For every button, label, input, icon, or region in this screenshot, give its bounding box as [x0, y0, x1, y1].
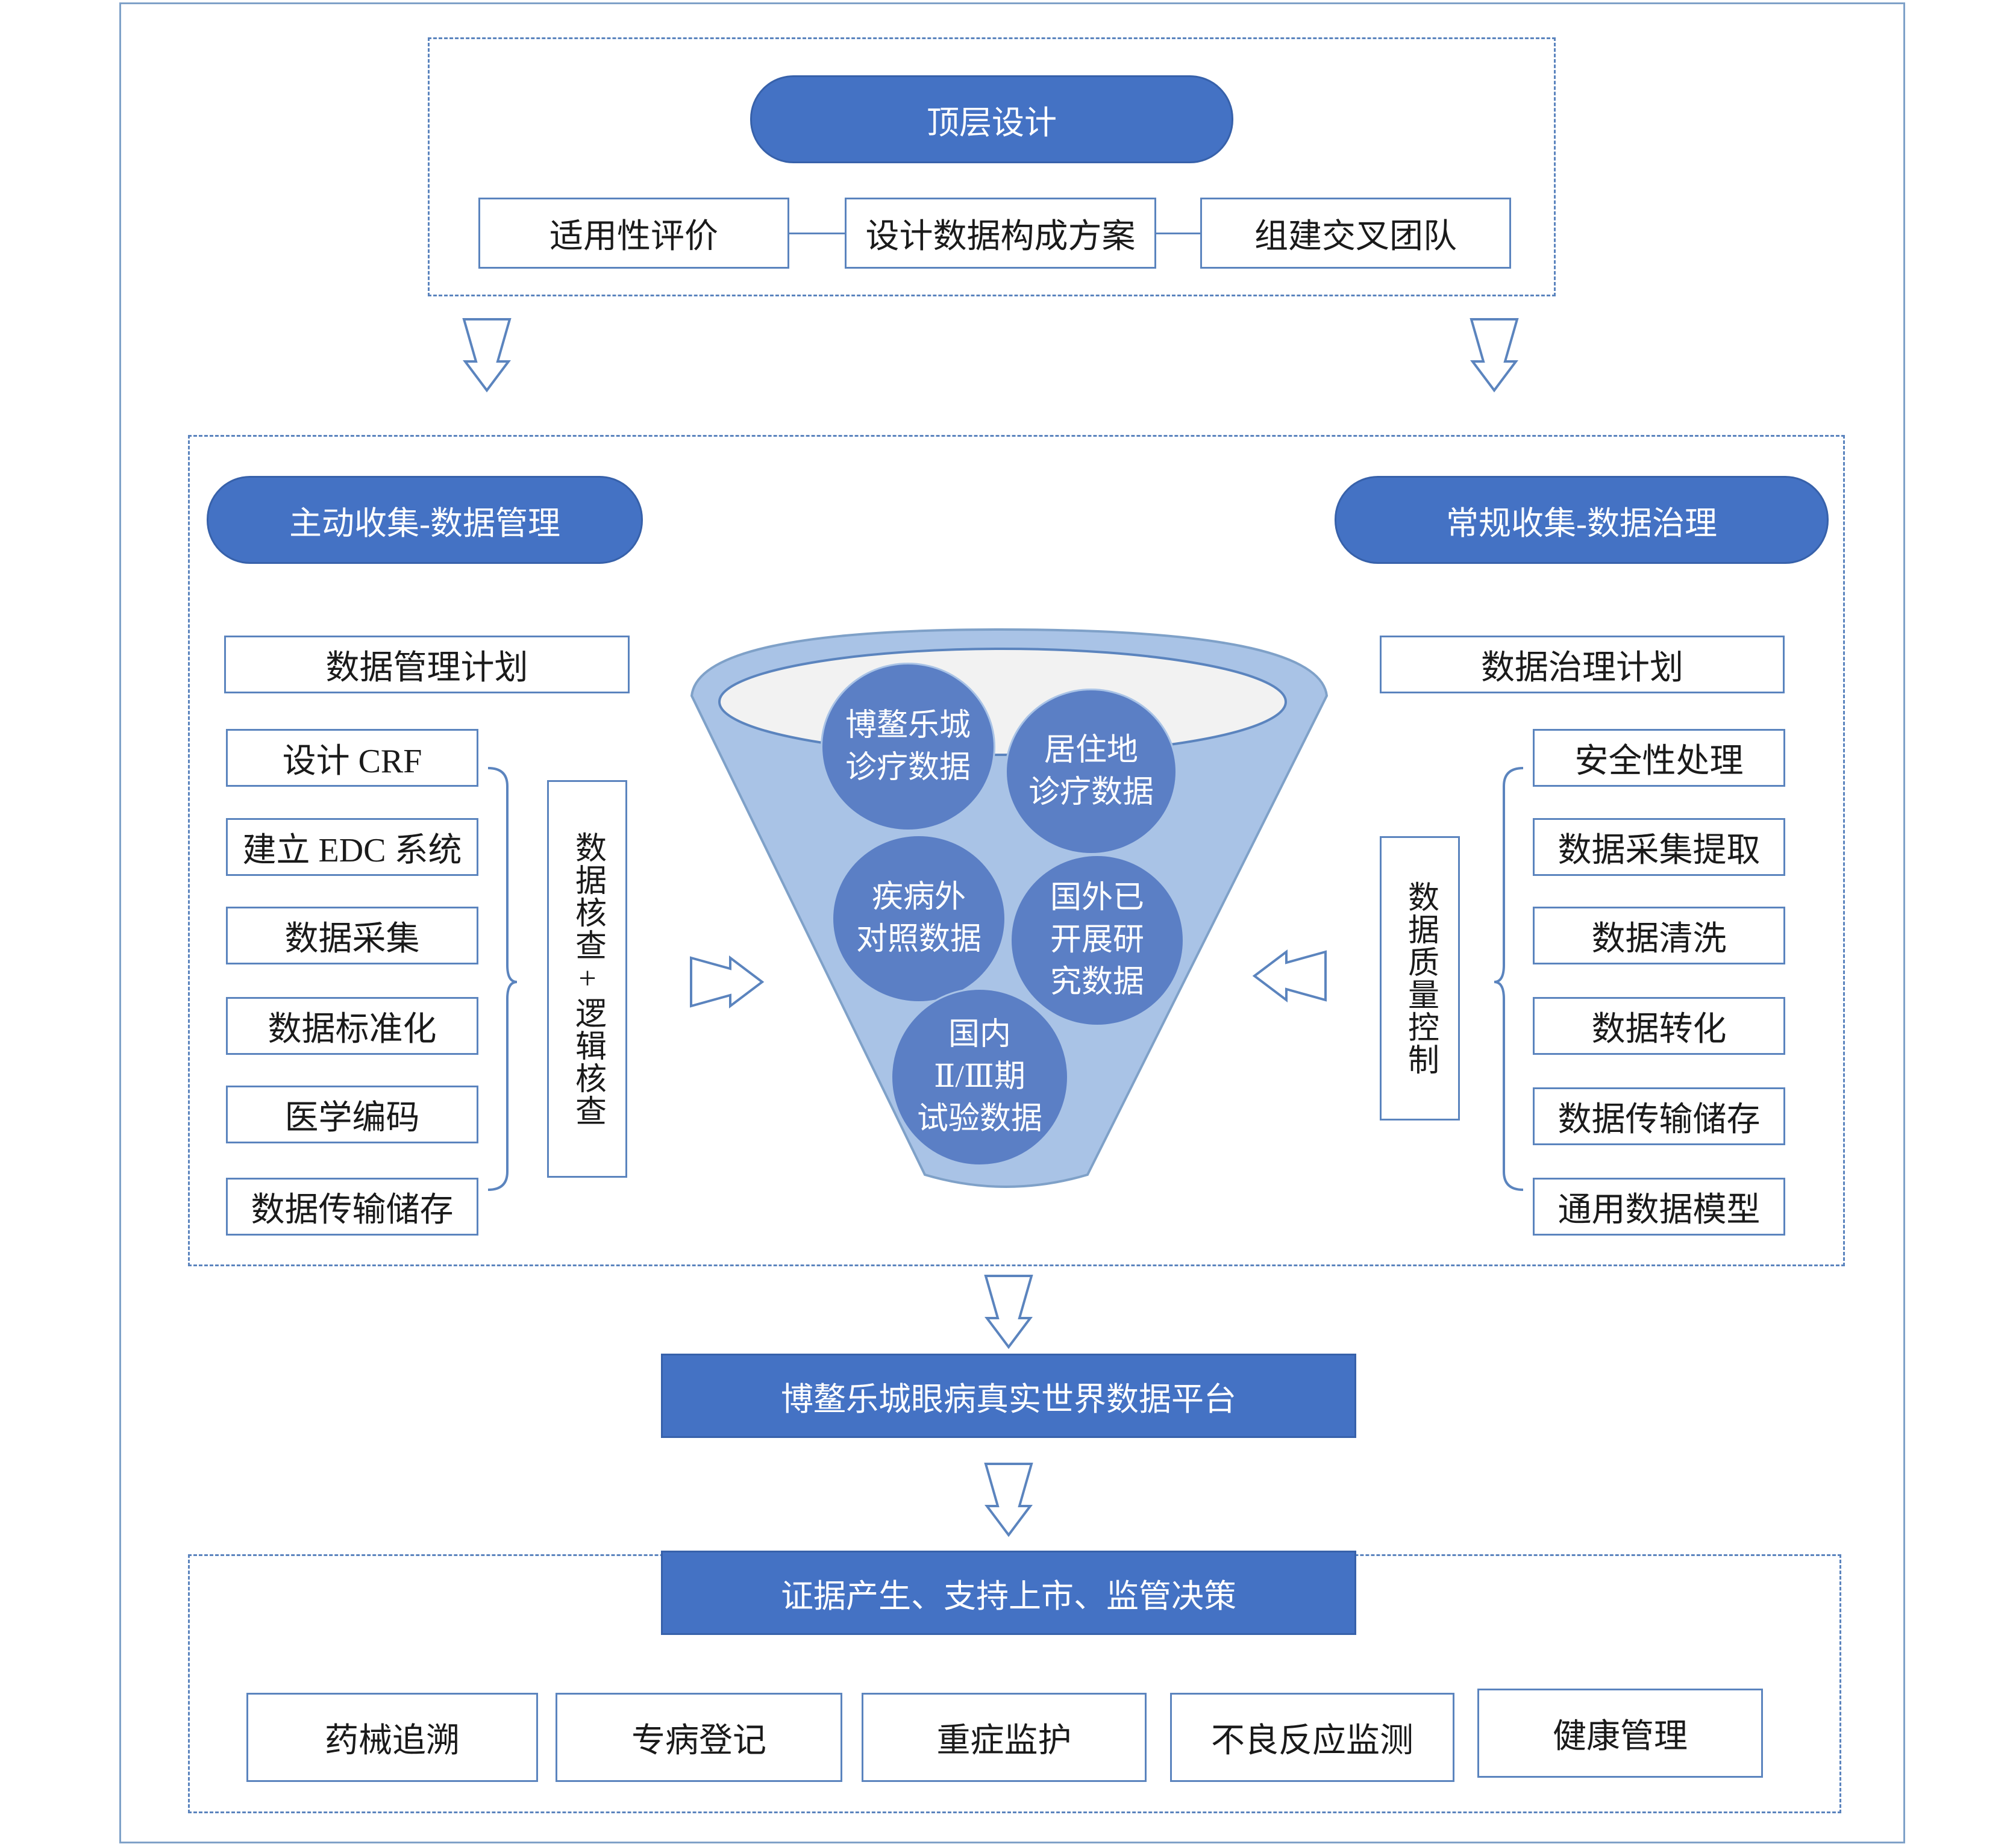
source-circle-external-control: 疾病外 对照数据 — [831, 834, 1006, 1003]
source-line: 居住地 — [1044, 733, 1138, 767]
left-item-medical-coding: 医学编码 — [226, 1086, 478, 1143]
active-collection-title: 主动收集-数据管理 — [207, 476, 643, 564]
right-item-data-transformation: 数据转化 — [1533, 997, 1785, 1055]
right-arrow-icon — [690, 955, 765, 1009]
data-governance-plan-box: 数据治理计划 — [1380, 636, 1785, 693]
source-line: 诊疗数据 — [845, 751, 971, 785]
source-line: 国外已 — [1050, 881, 1144, 915]
data-quality-label: 数据质量控制 — [1403, 881, 1438, 1076]
application-adverse-reaction-monitoring: 不良反应监测 — [1170, 1693, 1454, 1782]
source-line: 博鳌乐城 — [845, 708, 971, 743]
right-item-safety-processing: 安全性处理 — [1533, 729, 1785, 787]
top-connector-1 — [789, 233, 846, 234]
application-health-management: 健康管理 — [1477, 1689, 1763, 1778]
down-arrow-icon — [462, 318, 512, 393]
data-quality-box: 数据质量控制 — [1380, 836, 1460, 1120]
routine-collection-title: 常规收集-数据治理 — [1335, 476, 1829, 564]
data-composition-plan-box: 设计数据构成方案 — [845, 198, 1156, 269]
bracket-icon — [1494, 767, 1524, 1191]
outer-frame — [119, 2, 1905, 1843]
source-circle-residence-clinical: 居住地 诊疗数据 — [1005, 689, 1177, 855]
data-check-label: 数据核查+逻辑核查 — [570, 831, 605, 1127]
source-line: Ⅱ/Ⅲ期 — [934, 1060, 1025, 1094]
left-item-data-standardization: 数据标准化 — [226, 997, 478, 1055]
source-line: 疾病外 — [871, 880, 966, 914]
left-item-data-transfer-storage: 数据传输储存 — [226, 1178, 478, 1236]
source-line: 试验数据 — [916, 1102, 1042, 1136]
source-circle-boao-clinical: 博鳌乐城 诊疗数据 — [821, 663, 995, 831]
source-circle-domestic-trials: 国内 Ⅱ/Ⅲ期 试验数据 — [891, 988, 1069, 1166]
outcome-title-box: 证据产生、支持上市、监管决策 — [661, 1551, 1356, 1635]
source-line: 开展研 — [1050, 923, 1144, 957]
data-management-plan-box: 数据管理计划 — [224, 636, 630, 693]
left-item-data-collection: 数据采集 — [226, 907, 478, 964]
data-check-box: 数据核查+逻辑核查 — [547, 780, 627, 1178]
source-line: 国内 — [948, 1017, 1011, 1052]
data-platform-box: 博鳌乐城眼病真实世界数据平台 — [661, 1354, 1356, 1438]
bracket-icon — [487, 767, 518, 1191]
funnel-opening — [718, 648, 1287, 756]
top-design-section — [428, 37, 1556, 296]
left-item-edc-system: 建立 EDC 系统 — [226, 818, 478, 876]
right-item-common-data-model: 通用数据模型 — [1533, 1178, 1785, 1236]
source-line: 究数据 — [1050, 965, 1144, 999]
left-arrow-icon — [1252, 949, 1327, 1003]
left-item-design-crf: 设计 CRF — [226, 729, 478, 787]
data-collection-section — [188, 435, 1845, 1266]
right-item-data-cleaning: 数据清洗 — [1533, 907, 1785, 964]
top-design-title: 顶层设计 — [750, 75, 1233, 163]
down-arrow-icon — [1470, 318, 1519, 393]
down-arrow-icon — [984, 1275, 1033, 1349]
right-item-data-extraction: 数据采集提取 — [1533, 818, 1785, 876]
top-connector-2 — [1155, 233, 1201, 234]
applicability-evaluation-box: 适用性评价 — [478, 198, 789, 269]
application-intensive-care: 重症监护 — [862, 1693, 1147, 1782]
source-line: 对照数据 — [856, 922, 981, 957]
application-drug-device-tracing: 药械追溯 — [246, 1693, 538, 1782]
down-arrow-icon — [984, 1463, 1033, 1537]
right-item-data-transfer-storage: 数据传输储存 — [1533, 1087, 1785, 1145]
cross-team-box: 组建交叉团队 — [1200, 198, 1511, 269]
source-line: 诊疗数据 — [1028, 775, 1154, 810]
source-circle-foreign-research: 国外已 开展研 究数据 — [1010, 854, 1185, 1027]
application-disease-registry: 专病登记 — [556, 1693, 842, 1782]
